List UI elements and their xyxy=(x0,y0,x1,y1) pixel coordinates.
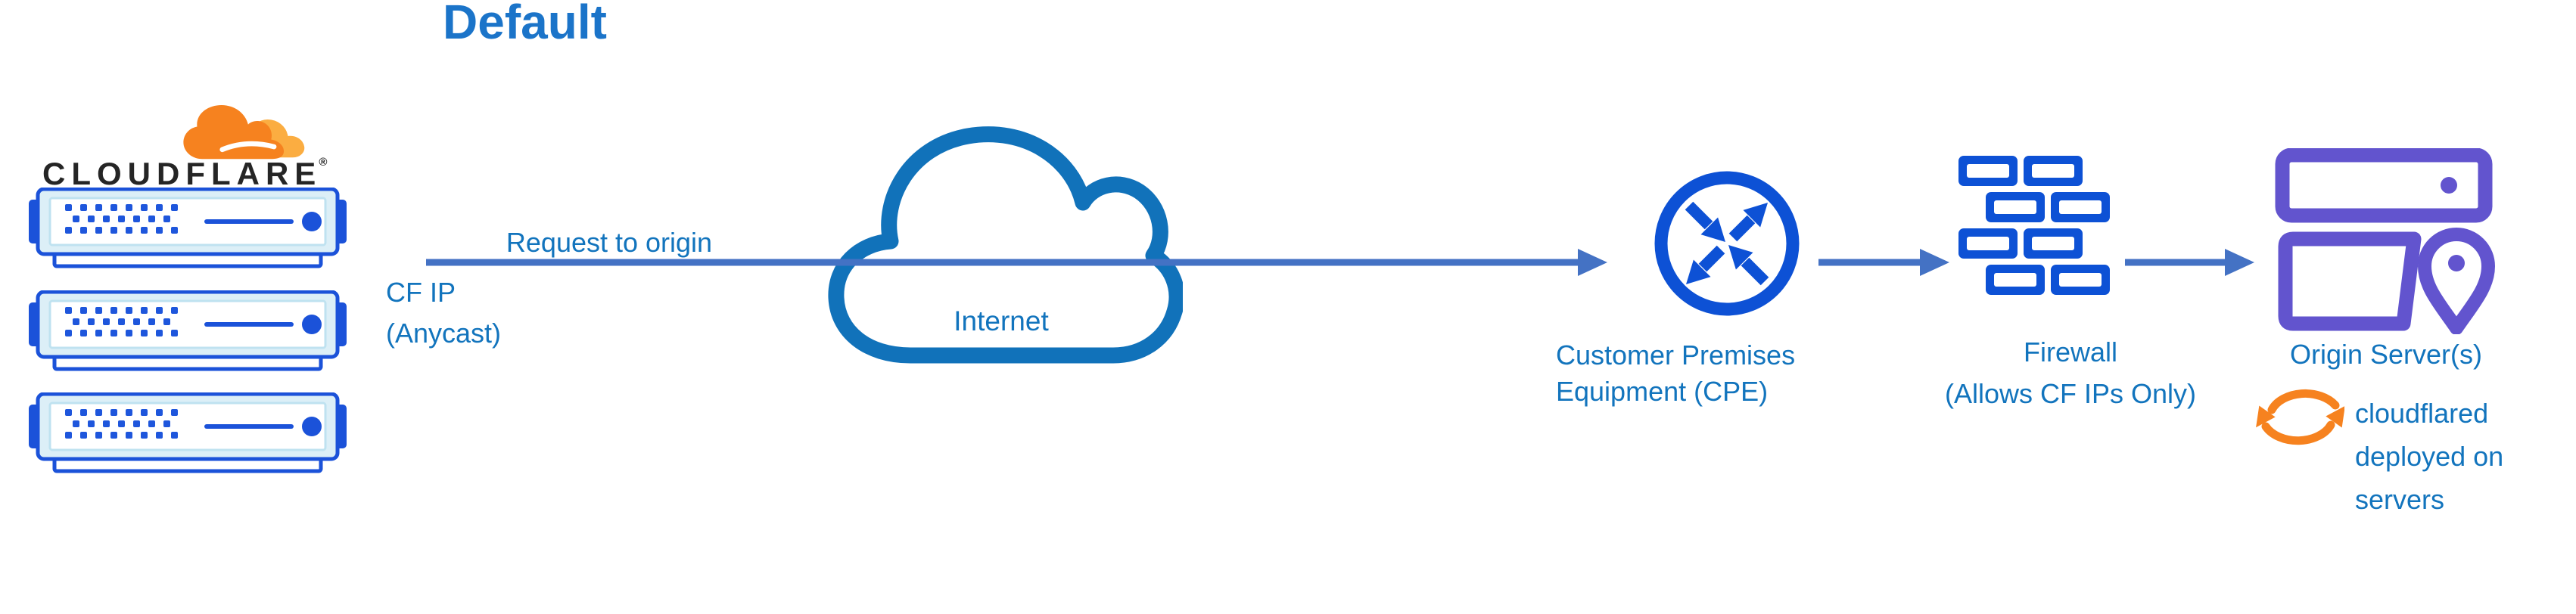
request-to-origin-label: Request to origin xyxy=(506,227,713,258)
cloudflared-note-line2: deployed on xyxy=(2355,441,2504,472)
firewall-label-line2: (Allows CF IPs Only) xyxy=(1944,378,2197,409)
origin-servers-location-pin-icon xyxy=(2275,148,2495,334)
cloudflare-wordmark: CLOUDFLARE® xyxy=(42,156,327,192)
cloudflared-note-line3: servers xyxy=(2355,484,2445,515)
cpe-label-line1: Customer Premises xyxy=(1556,340,1796,371)
firewall-label: Firewall (Allows CF IPs Only) xyxy=(1898,331,2243,414)
server-rack-icon xyxy=(29,188,348,269)
cloudflared-note-line1: cloudflared xyxy=(2355,398,2489,429)
firewall-label-line1: Firewall xyxy=(2023,336,2117,367)
registered-mark: ® xyxy=(319,156,328,169)
cloudflared-note: cloudflared deployed on servers xyxy=(2355,392,2503,521)
cf-ip-line: CF IP xyxy=(386,277,456,308)
page-title: Default xyxy=(443,0,607,49)
wordmark-text: CLOUDFLARE xyxy=(42,156,322,191)
cpe-label: Customer Premises Equipment (CPE) xyxy=(1556,337,1795,410)
origin-servers-label: Origin Server(s) xyxy=(2289,339,2483,370)
anycast-line: (Anycast) xyxy=(386,318,502,349)
router-crossing-arrows-icon xyxy=(1654,171,1800,316)
internet-cloud-icon xyxy=(828,126,1183,364)
cpe-label-line2: Equipment (CPE) xyxy=(1556,376,1769,407)
firewall-brick-wall-icon xyxy=(1958,156,2110,295)
sync-refresh-icon xyxy=(2256,389,2344,445)
server-rack-icon xyxy=(29,290,348,372)
cloudflare-logo-cloud-icon xyxy=(183,104,308,161)
cf-ip-anycast-label: CF IP (Anycast) xyxy=(386,272,501,354)
internet-label: Internet xyxy=(954,305,1049,336)
server-rack-icon xyxy=(29,392,348,474)
